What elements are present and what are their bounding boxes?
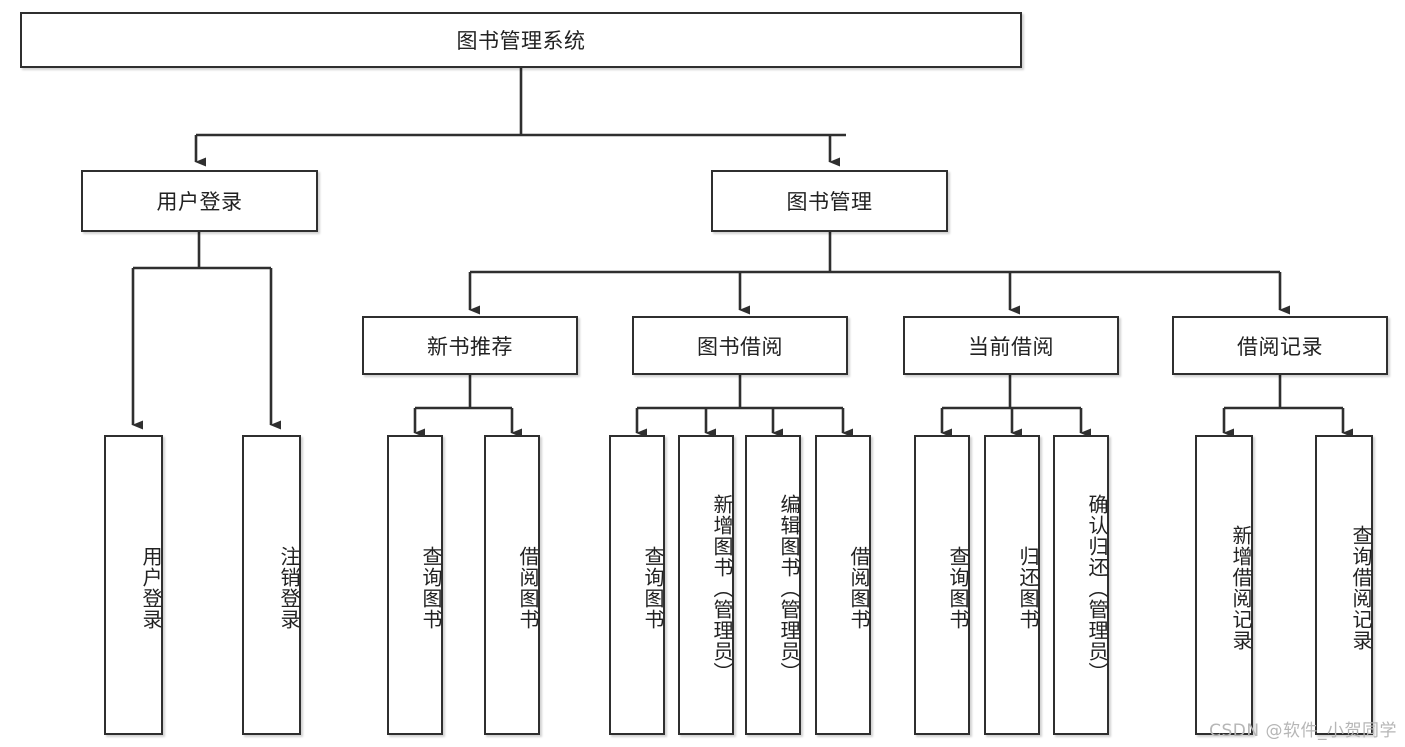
leaf-add-record[interactable]: 新增借阅记录 [1195,435,1253,735]
leaf-query-book-1-label: 查询图书 [419,546,443,630]
leaf-borrow-book-2[interactable]: 借阅图书 [815,435,871,735]
leaf-query-book-1[interactable]: 查询图书 [387,435,443,735]
node-borrow-record[interactable]: 借阅记录 [1172,316,1388,375]
leaf-logout[interactable]: 注销登录 [242,435,301,735]
leaf-return-book-label: 归还图书 [1016,546,1040,630]
leaf-user-login[interactable]: 用户登录 [104,435,163,735]
leaf-edit-book[interactable]: 编辑图书（管理员） [745,435,801,735]
node-book-borrow[interactable]: 图书借阅 [632,316,848,375]
node-new-book-rec[interactable]: 新书推荐 [362,316,578,375]
node-current-borrow[interactable]: 当前借阅 [903,316,1119,375]
leaf-borrow-book-1-label: 借阅图书 [516,546,540,630]
csdn-watermark: CSDN @软件_小贺同学 [1209,721,1397,741]
node-borrow-record-label: 借阅记录 [1237,334,1323,359]
leaf-confirm-return[interactable]: 确认归还（管理员） [1053,435,1109,735]
leaf-query-record-label: 查询借阅记录 [1349,525,1373,651]
node-user-login[interactable]: 用户登录 [81,170,318,232]
leaf-confirm-return-label: 确认归还（管理员） [1085,493,1109,683]
leaf-add-record-label: 新增借阅记录 [1229,525,1253,651]
leaf-add-book[interactable]: 新增图书（管理员） [678,435,734,735]
leaf-query-book-2[interactable]: 查询图书 [609,435,665,735]
node-book-manage-label: 图书管理 [786,190,873,214]
leaf-return-book[interactable]: 归还图书 [984,435,1040,735]
leaf-logout-label: 注销登录 [277,546,301,630]
node-root[interactable]: 图书管理系统 [20,12,1022,68]
leaf-query-book-3-label: 查询图书 [946,546,970,630]
leaf-query-book-2-label: 查询图书 [641,546,665,630]
leaf-borrow-book-1[interactable]: 借阅图书 [484,435,540,735]
node-book-borrow-label: 图书借阅 [697,334,783,359]
leaf-borrow-book-2-label: 借阅图书 [847,546,871,630]
node-new-book-rec-label: 新书推荐 [427,334,513,359]
node-user-login-label: 用户登录 [156,190,243,214]
leaf-edit-book-label: 编辑图书（管理员） [777,493,801,683]
node-current-borrow-label: 当前借阅 [968,334,1054,359]
leaf-query-record[interactable]: 查询借阅记录 [1315,435,1373,735]
node-root-label: 图书管理系统 [456,29,586,53]
leaf-user-login-label: 用户登录 [139,546,163,630]
node-book-manage[interactable]: 图书管理 [711,170,948,232]
leaf-query-book-3[interactable]: 查询图书 [914,435,970,735]
leaf-add-book-label: 新增图书（管理员） [710,493,734,683]
